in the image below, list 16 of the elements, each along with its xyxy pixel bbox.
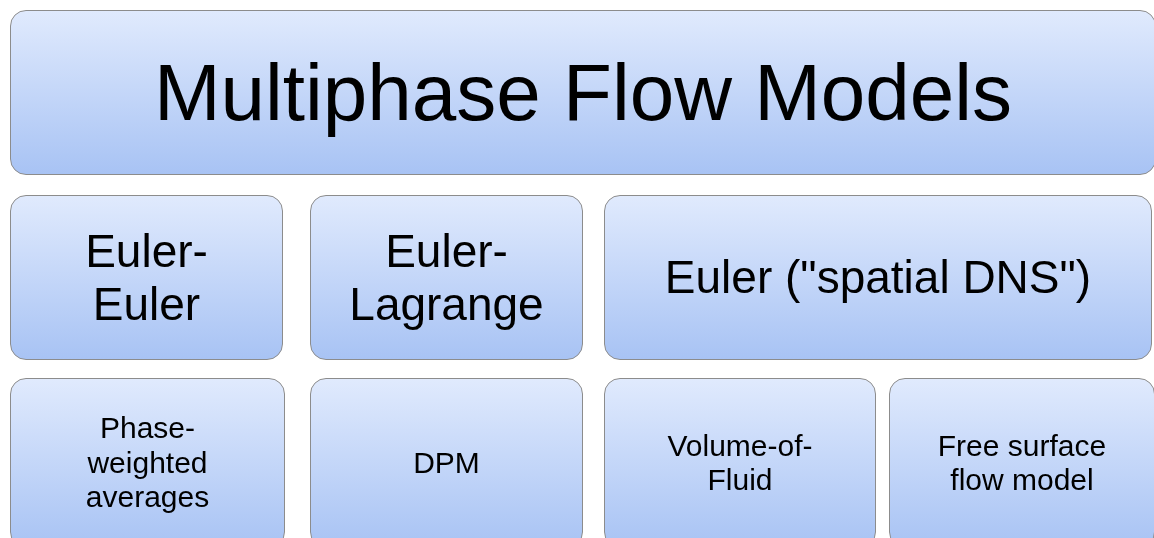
box-label: Euler-Euler	[84, 224, 209, 331]
box-label: Euler ("spatial DNS")	[664, 251, 1092, 304]
category-box	[10, 378, 285, 538]
category-box	[604, 195, 1152, 360]
box-label: Phase-weighted averages	[84, 411, 211, 515]
category-box	[889, 378, 1154, 538]
category-box	[310, 378, 583, 538]
box-label: DPM	[413, 445, 480, 481]
heading-box	[10, 10, 1154, 175]
box-label: Multiphase Flow Models	[153, 46, 1013, 139]
category-box	[604, 378, 876, 538]
category-box	[10, 195, 283, 360]
box-label: Free surface flow model	[936, 428, 1108, 498]
category-box	[310, 195, 583, 360]
box-label: Volume-of-Fluid	[666, 428, 814, 498]
box-label: Euler-Lagrange	[348, 224, 545, 331]
